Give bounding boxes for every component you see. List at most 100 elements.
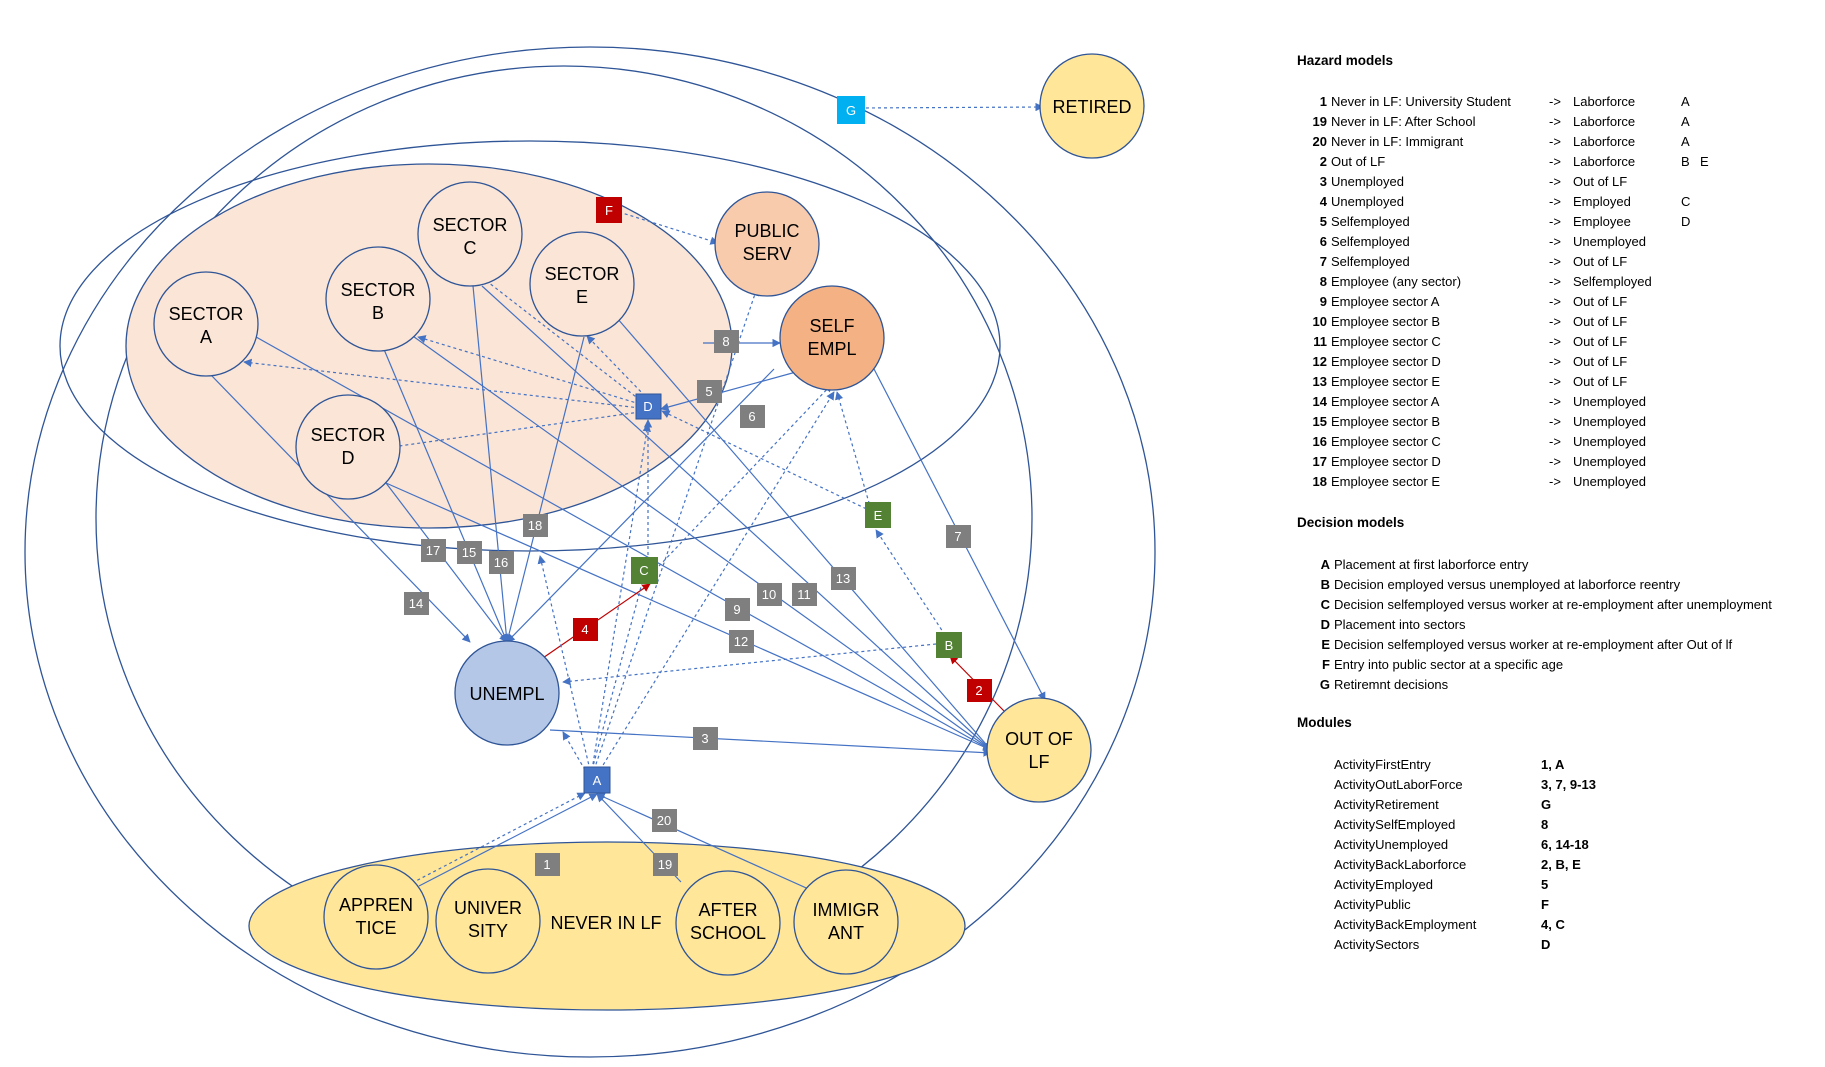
hazard-decision-2: E <box>1700 154 1709 169</box>
hazard-model-row: 15 Employee sector B -> Unemployed <box>1297 412 1817 432</box>
hazard-from: Never in LF: After School <box>1331 114 1476 129</box>
module-value: 5 <box>1541 877 1549 892</box>
hazard-to: Out of LF <box>1573 334 1628 349</box>
decision-description: Placement into sectors <box>1334 617 1466 632</box>
hazard-box-12: 12 <box>729 630 754 653</box>
hazard-from: Employee sector A <box>1331 394 1440 409</box>
svg-text:C: C <box>639 563 648 578</box>
self-empl-state <box>779 285 885 391</box>
hazard-from: Employee sector B <box>1331 314 1441 329</box>
hazard-num: 1 <box>1319 94 1327 109</box>
decision-node-g: G <box>837 96 865 124</box>
decision-description: Decision selfemployed versus worker at r… <box>1334 597 1772 612</box>
hazard-arrow: -> <box>1549 294 1561 309</box>
outer-boundary-ellipse <box>24 46 1156 1058</box>
hazard-arrow: -> <box>1549 114 1561 129</box>
svg-text:14: 14 <box>409 596 423 611</box>
hazard-box-18: 18 <box>523 514 548 537</box>
svg-text:12: 12 <box>734 634 748 649</box>
svg-text:11: 11 <box>797 587 811 602</box>
hazard-box-15: 15 <box>457 541 482 564</box>
hazard-arrow: -> <box>1549 94 1561 109</box>
hazard-from: Employee sector B <box>1331 414 1441 429</box>
hazard-num: 11 <box>1313 334 1327 349</box>
sector-b-state <box>325 246 431 352</box>
hazard-arrow: -> <box>1549 234 1561 249</box>
hazard-arrow: -> <box>1549 374 1561 389</box>
hazard-to: Out of LF <box>1573 254 1628 269</box>
module-name: ActivityBackLaborforce <box>1334 857 1467 872</box>
module-name: ActivityBackEmployment <box>1334 917 1477 932</box>
decision-description: Retiremnt decisions <box>1334 677 1449 692</box>
svg-text:5: 5 <box>705 384 712 399</box>
hazard-to: Unemployed <box>1573 454 1646 469</box>
university-state <box>435 868 541 974</box>
hazard-to: Employed <box>1573 194 1631 209</box>
decision-node-b: B <box>936 632 962 658</box>
hazard-decision-1: D <box>1681 214 1691 229</box>
svg-text:D: D <box>643 399 652 414</box>
hazard-num: 15 <box>1312 414 1327 429</box>
hazard-box-5: 5 <box>697 380 722 403</box>
svg-text:6: 6 <box>748 409 755 424</box>
hazard-from: Employee sector E <box>1331 474 1441 489</box>
hazard-to: Selfemployed <box>1573 274 1652 289</box>
hazard-arrow: -> <box>1549 154 1561 169</box>
hazard-to: Unemployed <box>1573 414 1646 429</box>
hazard-box-14: 14 <box>404 592 429 615</box>
modules-title: Modules <box>1297 715 1352 730</box>
hazard-box-1: 1 <box>535 853 560 876</box>
hazard-box-10: 10 <box>757 583 782 606</box>
after-school-state <box>675 870 781 976</box>
hazard-arrow: -> <box>1549 454 1561 469</box>
hazard-arrow: -> <box>1549 314 1561 329</box>
hazard-from: Unemployed <box>1331 194 1404 209</box>
svg-text:F: F <box>605 203 613 218</box>
hazard-to: Out of LF <box>1573 314 1628 329</box>
sector-a-state <box>153 271 259 377</box>
never-in-lf-label: NEVER IN LF <box>550 913 661 933</box>
hazard-num: 12 <box>1312 354 1327 369</box>
svg-text:1: 1 <box>543 857 550 872</box>
svg-text:19: 19 <box>658 857 672 872</box>
hazard-to: Out of LF <box>1573 174 1628 189</box>
hazard-from: Employee sector C <box>1331 434 1441 449</box>
retired-label: RETIRED <box>1052 97 1131 117</box>
hazard-num: 17 <box>1312 454 1327 469</box>
hazard-num: 3 <box>1319 174 1327 189</box>
module-name: ActivityUnemployed <box>1334 837 1449 852</box>
hazard-box-17: 17 <box>421 539 446 562</box>
hazard-arrow: -> <box>1549 414 1561 429</box>
hazard-to: Laborforce <box>1573 114 1636 129</box>
svg-text:10: 10 <box>762 587 776 602</box>
immigrant-state <box>793 869 899 975</box>
module-value: 4, C <box>1541 917 1565 932</box>
svg-text:20: 20 <box>657 813 671 828</box>
hazard-from: Employee sector D <box>1331 454 1441 469</box>
sector-d-state <box>295 394 401 500</box>
hazard-arrow: -> <box>1549 274 1561 289</box>
svg-text:B: B <box>945 638 954 653</box>
hazard-to: Out of LF <box>1573 294 1628 309</box>
hazard-to: Unemployed <box>1573 394 1646 409</box>
hazard-to: Out of LF <box>1573 374 1628 389</box>
module-value: D <box>1541 937 1551 952</box>
module-value: 6, 14-18 <box>1541 837 1589 852</box>
decision-description: Placement at first laborforce entry <box>1334 557 1529 572</box>
hazard-num: 2 <box>1319 154 1327 169</box>
hazard-arrow: -> <box>1549 394 1561 409</box>
hazard-box-7: 7 <box>946 525 971 548</box>
